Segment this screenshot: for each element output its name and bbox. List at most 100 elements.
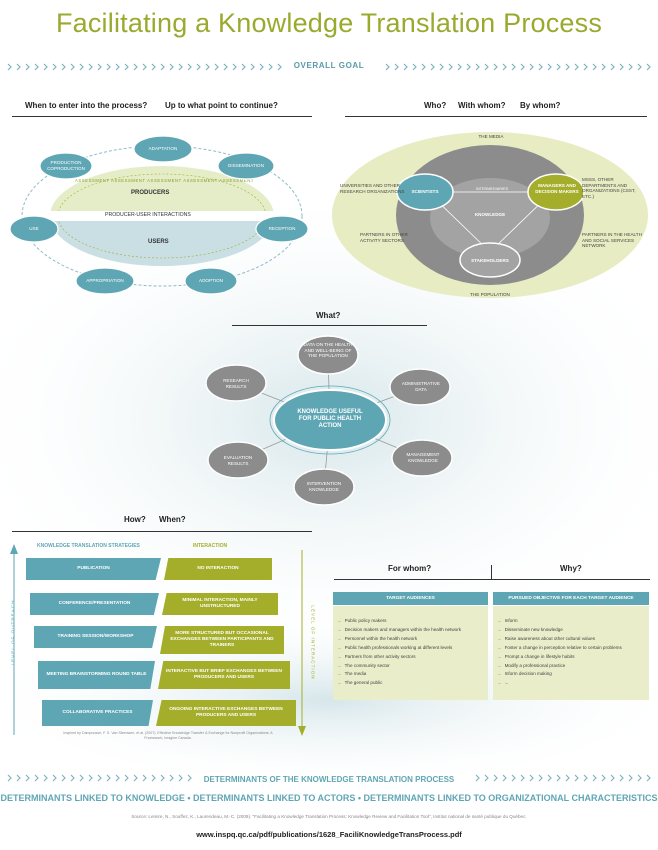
strategy-training: TRAINING SESSION/WORKSHOP [34, 626, 157, 648]
chevron-icon [529, 63, 534, 71]
chevron-icon [475, 63, 480, 71]
list-item: →The general public [337, 680, 383, 686]
chevron-icon [430, 63, 435, 71]
with-whom-question: With whom? [458, 101, 506, 110]
chevron-icon [565, 774, 570, 782]
chevron-icon [493, 63, 498, 71]
interaction-structured: MORE STRUCTURED BUT OCCASIONAL EXCHANGES… [160, 626, 284, 654]
chevron-icon [475, 774, 480, 782]
list-item: →... [497, 680, 509, 686]
chevron-icon [259, 63, 264, 71]
node-use: USE [29, 226, 39, 231]
chevron-icon [115, 774, 120, 782]
strategy-meeting: MEETING BRAINSTORMING ROUND TABLE [38, 661, 155, 689]
node-production: PRODUCTION COPRODUCTION [47, 160, 85, 171]
chevron-icon [142, 63, 147, 71]
chevron-icon [439, 63, 444, 71]
chevron-icon [115, 63, 120, 71]
chevron-icon [52, 774, 57, 782]
chevron-icon [196, 63, 201, 71]
inspired-note: Inspired by Dampousse, F. S. Van Sleeuwe… [63, 731, 273, 740]
chevron-icon [106, 63, 111, 71]
node-adaptation: ADAPTATION [148, 146, 178, 151]
top-left-rule [12, 116, 312, 117]
chevron-icon [619, 63, 624, 71]
chevron-icon [610, 63, 615, 71]
how-frame [10, 544, 306, 736]
list-item: →The community sector [337, 662, 390, 668]
chevron-icon [133, 774, 138, 782]
list-item: →Foster a change in perception relative … [497, 644, 622, 650]
chevron-icon [61, 774, 66, 782]
chevron-icon [88, 774, 93, 782]
chevron-icon [187, 63, 192, 71]
interaction-ongoing: ONGOING INTERACTIVE EXCHANGES BETWEEN PR… [156, 700, 296, 726]
chevron-icon [511, 63, 516, 71]
chevron-icon [61, 63, 66, 71]
interactions-label: PRODUCER-USER INTERACTIONS [105, 212, 191, 218]
chevron-icon [565, 63, 570, 71]
determinants-line: DETERMINANTS LINKED TO KNOWLEDGE • DETER… [0, 793, 658, 803]
source-note: Source: Lemire, N., Souffez, K., Laurend… [131, 814, 527, 819]
chevron-icon [484, 63, 489, 71]
chevron-icon [601, 63, 606, 71]
list-item: →Public policy makers [337, 618, 387, 623]
list-item: →Decision makers and managers within the… [337, 626, 462, 632]
chevron-icon [124, 774, 129, 782]
chevron-icon [484, 774, 489, 782]
list-item: →Public health professionals working at … [337, 644, 453, 650]
chevron-icon [79, 63, 84, 71]
node-reception: RECEPTION [268, 226, 296, 231]
chevron-icon [79, 774, 84, 782]
chevron-icon [385, 63, 390, 71]
list-item: →The media [337, 671, 367, 677]
chevron-icon [124, 63, 129, 71]
node-appropriation: APPROPRIATION [86, 278, 124, 283]
chevron-icon [178, 63, 183, 71]
chevron-icon [412, 63, 417, 71]
managers-node: MANAGERS AND DECISION MAKERS [535, 183, 579, 194]
chevron-icon [223, 63, 228, 71]
users-label: USERS [148, 239, 169, 245]
chevron-icon [574, 63, 579, 71]
list-item: →Inform [497, 618, 518, 623]
chevron-icon [7, 774, 12, 782]
chevron-icon [169, 774, 174, 782]
objectives-panel [493, 606, 649, 700]
node-research: RESEARCH RESULTS [223, 378, 249, 389]
knowledge-wheel [205, 335, 453, 506]
chevron-icon [187, 774, 192, 782]
chevron-icon [574, 774, 579, 782]
for-whom-rule [334, 579, 650, 580]
list-item: →Disseminate new knowledge [497, 626, 563, 632]
list-item: →Inform decision making [497, 671, 552, 677]
for-whom-divider [491, 565, 492, 579]
media-label: THE MEDIA [478, 134, 504, 139]
how-rule [12, 531, 312, 532]
chevron-icon [646, 774, 651, 782]
list-item: →Prompt a change in lifestyle habits [497, 653, 575, 659]
target-audiences-list: →Public policy makers →Decision makers a… [337, 617, 461, 688]
determinants-title: DETERMINANTS OF THE KNOWLEDGE TRANSLATIO… [203, 775, 455, 784]
chevron-icon [529, 774, 534, 782]
chevron-icon [637, 774, 642, 782]
chevron-icon [178, 774, 183, 782]
chevron-icon [241, 63, 246, 71]
universities-label: UNIVERSITIES AND OTHER RESEARCH ORGANIZA… [340, 183, 405, 194]
chevron-icon [502, 774, 507, 782]
when-question: When to enter into the process? [25, 101, 148, 110]
chevron-icon [88, 63, 93, 71]
chevron-icon [502, 63, 507, 71]
for-whom-question: For whom? [388, 564, 432, 573]
producer-user-cycle [21, 145, 303, 287]
chevron-icon [43, 774, 48, 782]
chevron-icon [160, 774, 165, 782]
node-dissemination: DISSEMINATION [228, 163, 264, 168]
chevron-icon [277, 63, 282, 71]
chevron-icon [592, 774, 597, 782]
until-question: Up to what point to continue? [165, 101, 278, 110]
node-data-health: DATA ON THE HEALTH AND WELL-BEING OF THE… [303, 342, 353, 359]
chevron-icon [421, 63, 426, 71]
objectives-head: PURSUED OBJECTIVE FOR EACH TARGET AUDIEN… [493, 592, 649, 605]
chevron-icon [628, 63, 633, 71]
